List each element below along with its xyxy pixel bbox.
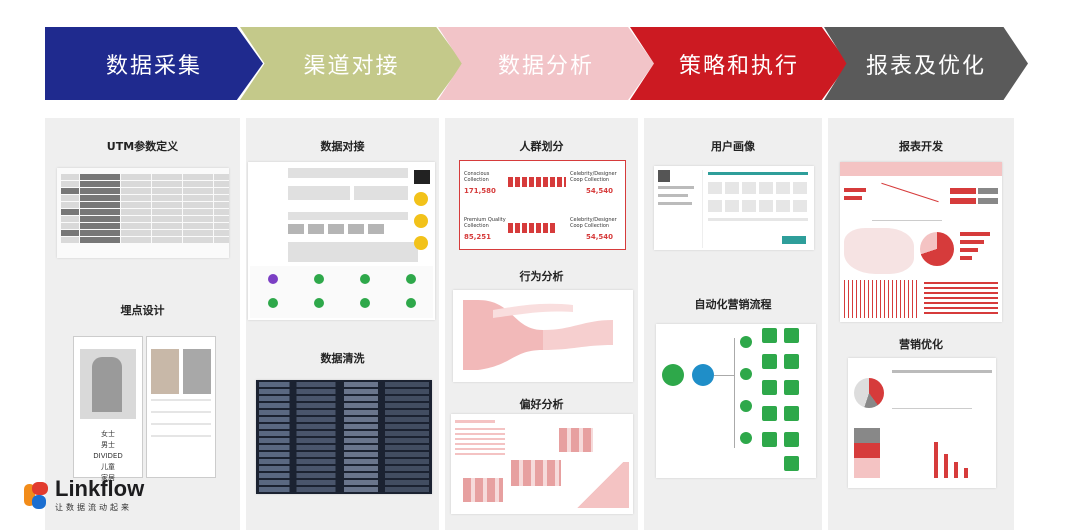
phone-mockup-left: 女士 男士 DIVIDED 儿童 家居 [73, 336, 143, 482]
utm-parameter-table [57, 168, 229, 258]
column-data-analysis: 人群划分 Conscious Collection 171,580 Celebr… [445, 118, 638, 530]
stage-data-collection: 数据采集 [45, 27, 263, 100]
segment-value: 54,540 [586, 187, 614, 195]
data-integration-diagram [248, 162, 435, 320]
section-title-tracking: 埋点设计 [120, 304, 165, 317]
stage-reporting-optimization: 报表及优化 [824, 27, 1028, 100]
segmentation-chart: Conscious Collection 171,580 Celebrity/D… [459, 160, 626, 250]
segment-value: 171,580 [464, 187, 496, 195]
stage-label: 策略和执行 [678, 53, 799, 79]
column-reporting-optimization: 报表开发 营销优化 [828, 118, 1014, 530]
column-strategy-execution: 用户画像 自动化营销流程 [644, 118, 822, 530]
logo-tagline: 让数据流动起来 [55, 503, 132, 512]
segment-value: 54,540 [586, 233, 614, 241]
segment-name: Celebrity/Designer Coop Collection [570, 171, 617, 183]
section-title-preference: 偏好分析 [519, 398, 564, 411]
segment-name: Celebrity/Designer Coop Collection [570, 217, 617, 229]
section-title-utm: UTM参数定义 [106, 140, 179, 153]
stage-data-analysis: 数据分析 [438, 27, 654, 100]
section-title-user-profile: 用户画像 [711, 140, 755, 153]
segment-value: 85,251 [464, 233, 492, 241]
column-data-collection: UTM参数定义 埋点设计 女士 男士 DIVIDED 儿童 家居 [45, 118, 240, 530]
menu-item: 男士 [101, 441, 115, 449]
phone-mockup-right [146, 336, 216, 478]
preference-chart [451, 414, 633, 514]
section-title-segmentation: 人群划分 [519, 140, 564, 153]
linkflow-logo: Linkflow 让数据流动起来 [24, 478, 144, 513]
linkflow-logo-icon [24, 481, 50, 510]
section-title-behavior: 行为分析 [519, 270, 564, 283]
logo-name: Linkflow [55, 476, 145, 501]
user-profile-screen [654, 166, 814, 250]
menu-item: 女士 [101, 430, 115, 438]
section-title-data-cleaning: 数据清洗 [320, 352, 365, 365]
sankey-graphic [463, 300, 613, 370]
segment-name: Premium Quality Collection [464, 217, 506, 229]
people-icons [508, 223, 556, 233]
column-channel-integration: 数据对接 数据清洗 [246, 118, 439, 530]
behavior-sankey [453, 290, 633, 382]
optimization-report-stack [848, 358, 996, 488]
menu-item: 家居 [101, 474, 115, 482]
stage-label: 数据分析 [497, 53, 594, 79]
stage-strategy-execution: 策略和执行 [630, 27, 848, 100]
stage-channel-integration: 渠道对接 [240, 27, 463, 100]
segment-name: Conscious Collection [464, 171, 490, 183]
menu-item: DIVIDED [93, 452, 123, 460]
menu-item: 儿童 [101, 463, 115, 471]
stage-label: 数据采集 [105, 53, 202, 79]
data-cleaning-terminal [256, 380, 432, 494]
section-title-report-dev: 报表开发 [899, 140, 943, 153]
stage-label: 渠道对接 [303, 53, 400, 79]
automation-flow-diagram [656, 324, 816, 478]
people-icons [508, 177, 566, 187]
section-title-marketing-optimization: 营销优化 [899, 338, 943, 351]
section-title-data-integration: 数据对接 [320, 140, 365, 153]
stage-label: 报表及优化 [865, 53, 986, 79]
report-dashboard [840, 162, 1002, 322]
section-title-automation: 自动化营销流程 [694, 298, 772, 311]
